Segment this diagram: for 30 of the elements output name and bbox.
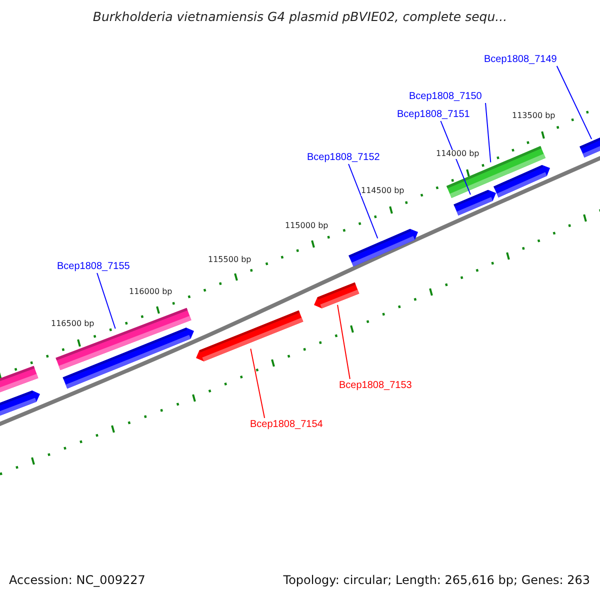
gene-label: Bcep1808_7152 (307, 152, 380, 163)
leader-line (337, 304, 350, 380)
gene-label: Bcep1808_7149 (484, 54, 557, 65)
gene-block (314, 282, 360, 308)
leader-line (556, 66, 592, 140)
tick-label: 114500 bp (361, 187, 404, 196)
leader-line (440, 120, 471, 196)
tick-label: 116000 bp (129, 288, 172, 297)
gene-label: Bcep1808_7153 (339, 380, 412, 391)
footer-text: Accession: NC_009227 (9, 574, 146, 588)
gene-block (62, 328, 194, 389)
title: Burkholderia vietnamiensis G4 plasmid pBVIE02, complete sequ... (92, 10, 508, 24)
tick-label: 115500 bp (208, 256, 252, 265)
gene-block (580, 136, 600, 158)
gene-label: Bcep1808_7154 (250, 419, 323, 430)
gene-label: Bcep1808_7151 (397, 109, 470, 120)
leader-line (348, 164, 378, 239)
tick-label: 114000 bp (436, 150, 480, 159)
gene-block (494, 164, 550, 198)
leader-line (485, 102, 492, 163)
footer-text: Topology: circular; Length: 265,616 bp; Genes: 263 (283, 574, 590, 588)
gene-block (196, 310, 304, 362)
tick-label: 116500 bp (51, 320, 94, 329)
gene-label: Bcep1808_7155 (57, 261, 130, 272)
tick-label: 115000 bp (285, 222, 328, 231)
gene-label: Bcep1808_7150 (409, 91, 482, 102)
gene-block (454, 190, 496, 216)
leader-line (250, 348, 266, 418)
gene-block (348, 228, 418, 266)
tick-label: 113500 bp (512, 112, 556, 121)
